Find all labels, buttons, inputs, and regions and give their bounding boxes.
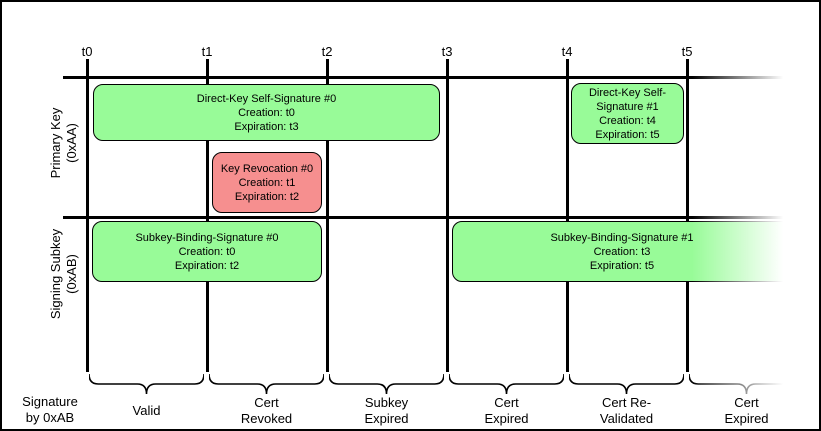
- timeline-gridline-t3: [445, 59, 449, 372]
- segment-label-line: Subkey: [364, 395, 409, 410]
- brace-valid: [89, 374, 204, 394]
- segment-label-line: Cert: [734, 395, 759, 410]
- box-subkey-binding-signature-1: Subkey-Binding-Signature #1 Creation: t3…: [452, 221, 792, 282]
- axis-caption-line: by 0xAB: [25, 410, 75, 425]
- segment-label-cert-expired-1: Cert Expired: [449, 394, 564, 428]
- time-label-t5: t5: [681, 44, 693, 59]
- brace-cert-revalidated: [569, 374, 684, 394]
- box-title: Direct-Key Self-Signature #0: [196, 92, 337, 105]
- segment-label-line: Cert Re-: [601, 395, 652, 410]
- box-title: Subkey-Binding-Signature #1: [550, 231, 694, 244]
- box-expiration: Expiration: t3: [234, 120, 299, 133]
- segment-label-cert-revalidated: Cert Re- Validated: [569, 394, 684, 428]
- segment-label-valid: Valid: [89, 394, 204, 428]
- segment-label-line: Validated: [599, 411, 654, 426]
- brace-subkey-expired: [329, 374, 444, 394]
- timeline-gridline-t0: [85, 59, 89, 372]
- timeline-gridline-t2: [325, 59, 329, 372]
- box-key-revocation-0: Key Revocation #0 Creation: t1 Expiratio…: [212, 152, 322, 213]
- time-label-t3: t3: [441, 44, 453, 59]
- timeline-gridline-t4: [565, 59, 569, 372]
- brace-cert-expired-1: [449, 374, 564, 394]
- row-label-signing-subkey: Signing Subkey (0xAB): [48, 214, 80, 334]
- axis-caption-line: Signature: [22, 394, 78, 409]
- segment-label-line: Expired: [364, 411, 409, 426]
- row-label-primary-key-name: Primary Key: [48, 107, 63, 179]
- box-expiration: Expiration: t2: [174, 259, 240, 272]
- box-creation: Creation: t4: [599, 114, 656, 127]
- time-label-t0: t0: [81, 44, 93, 59]
- row-label-primary-key: Primary Key (0xAA): [48, 83, 80, 203]
- time-label-t2: t2: [321, 44, 333, 59]
- segment-label-line: Cert: [254, 395, 279, 410]
- box-direct-key-self-signature-1: Direct-Key Self-Signature #1 Creation: t…: [571, 83, 684, 144]
- box-creation: Creation: t1: [238, 176, 296, 189]
- segment-label-line: Valid: [132, 403, 161, 418]
- box-expiration: Expiration: t2: [234, 190, 300, 203]
- timeline-gridline-t5: [685, 59, 689, 372]
- box-title: Key Revocation #0: [220, 162, 314, 175]
- segment-label-line: Cert: [494, 395, 519, 410]
- segment-label-cert-revoked: Cert Revoked: [209, 394, 324, 428]
- segment-label-line: Revoked: [240, 411, 293, 426]
- time-label-t1: t1: [201, 44, 213, 59]
- box-title: Subkey-Binding-Signature #0: [135, 231, 279, 244]
- box-expiration: Expiration: t5: [595, 128, 660, 141]
- box-creation: Creation: t3: [593, 245, 651, 258]
- box-title: Direct-Key Self-Signature #1: [588, 86, 667, 113]
- segment-label-cert-expired-2: Cert Expired: [689, 394, 804, 428]
- segment-label-subkey-expired: Subkey Expired: [329, 394, 444, 428]
- signing-subkey-row-line: [63, 216, 792, 219]
- box-creation: Creation: t0: [238, 106, 295, 119]
- axis-caption-signature-by-0xab: Signature by 0xAB: [4, 392, 96, 428]
- row-label-signing-subkey-id: (0xAB): [64, 254, 79, 294]
- brace-cert-expired-2: [689, 374, 804, 394]
- box-expiration: Expiration: t5: [589, 259, 655, 272]
- time-label-t4: t4: [561, 44, 573, 59]
- box-subkey-binding-signature-0: Subkey-Binding-Signature #0 Creation: t0…: [92, 221, 322, 282]
- segment-label-line: Expired: [484, 411, 529, 426]
- segment-label-line: Expired: [724, 411, 769, 426]
- box-creation: Creation: t0: [178, 245, 236, 258]
- row-label-signing-subkey-name: Signing Subkey: [48, 228, 63, 320]
- row-label-primary-key-id: (0xAA): [64, 123, 79, 163]
- timeline-gridline-t1: [205, 59, 209, 372]
- primary-key-row-line: [63, 76, 792, 79]
- brace-cert-revoked: [209, 374, 324, 394]
- box-direct-key-self-signature-0: Direct-Key Self-Signature #0 Creation: t…: [93, 84, 440, 141]
